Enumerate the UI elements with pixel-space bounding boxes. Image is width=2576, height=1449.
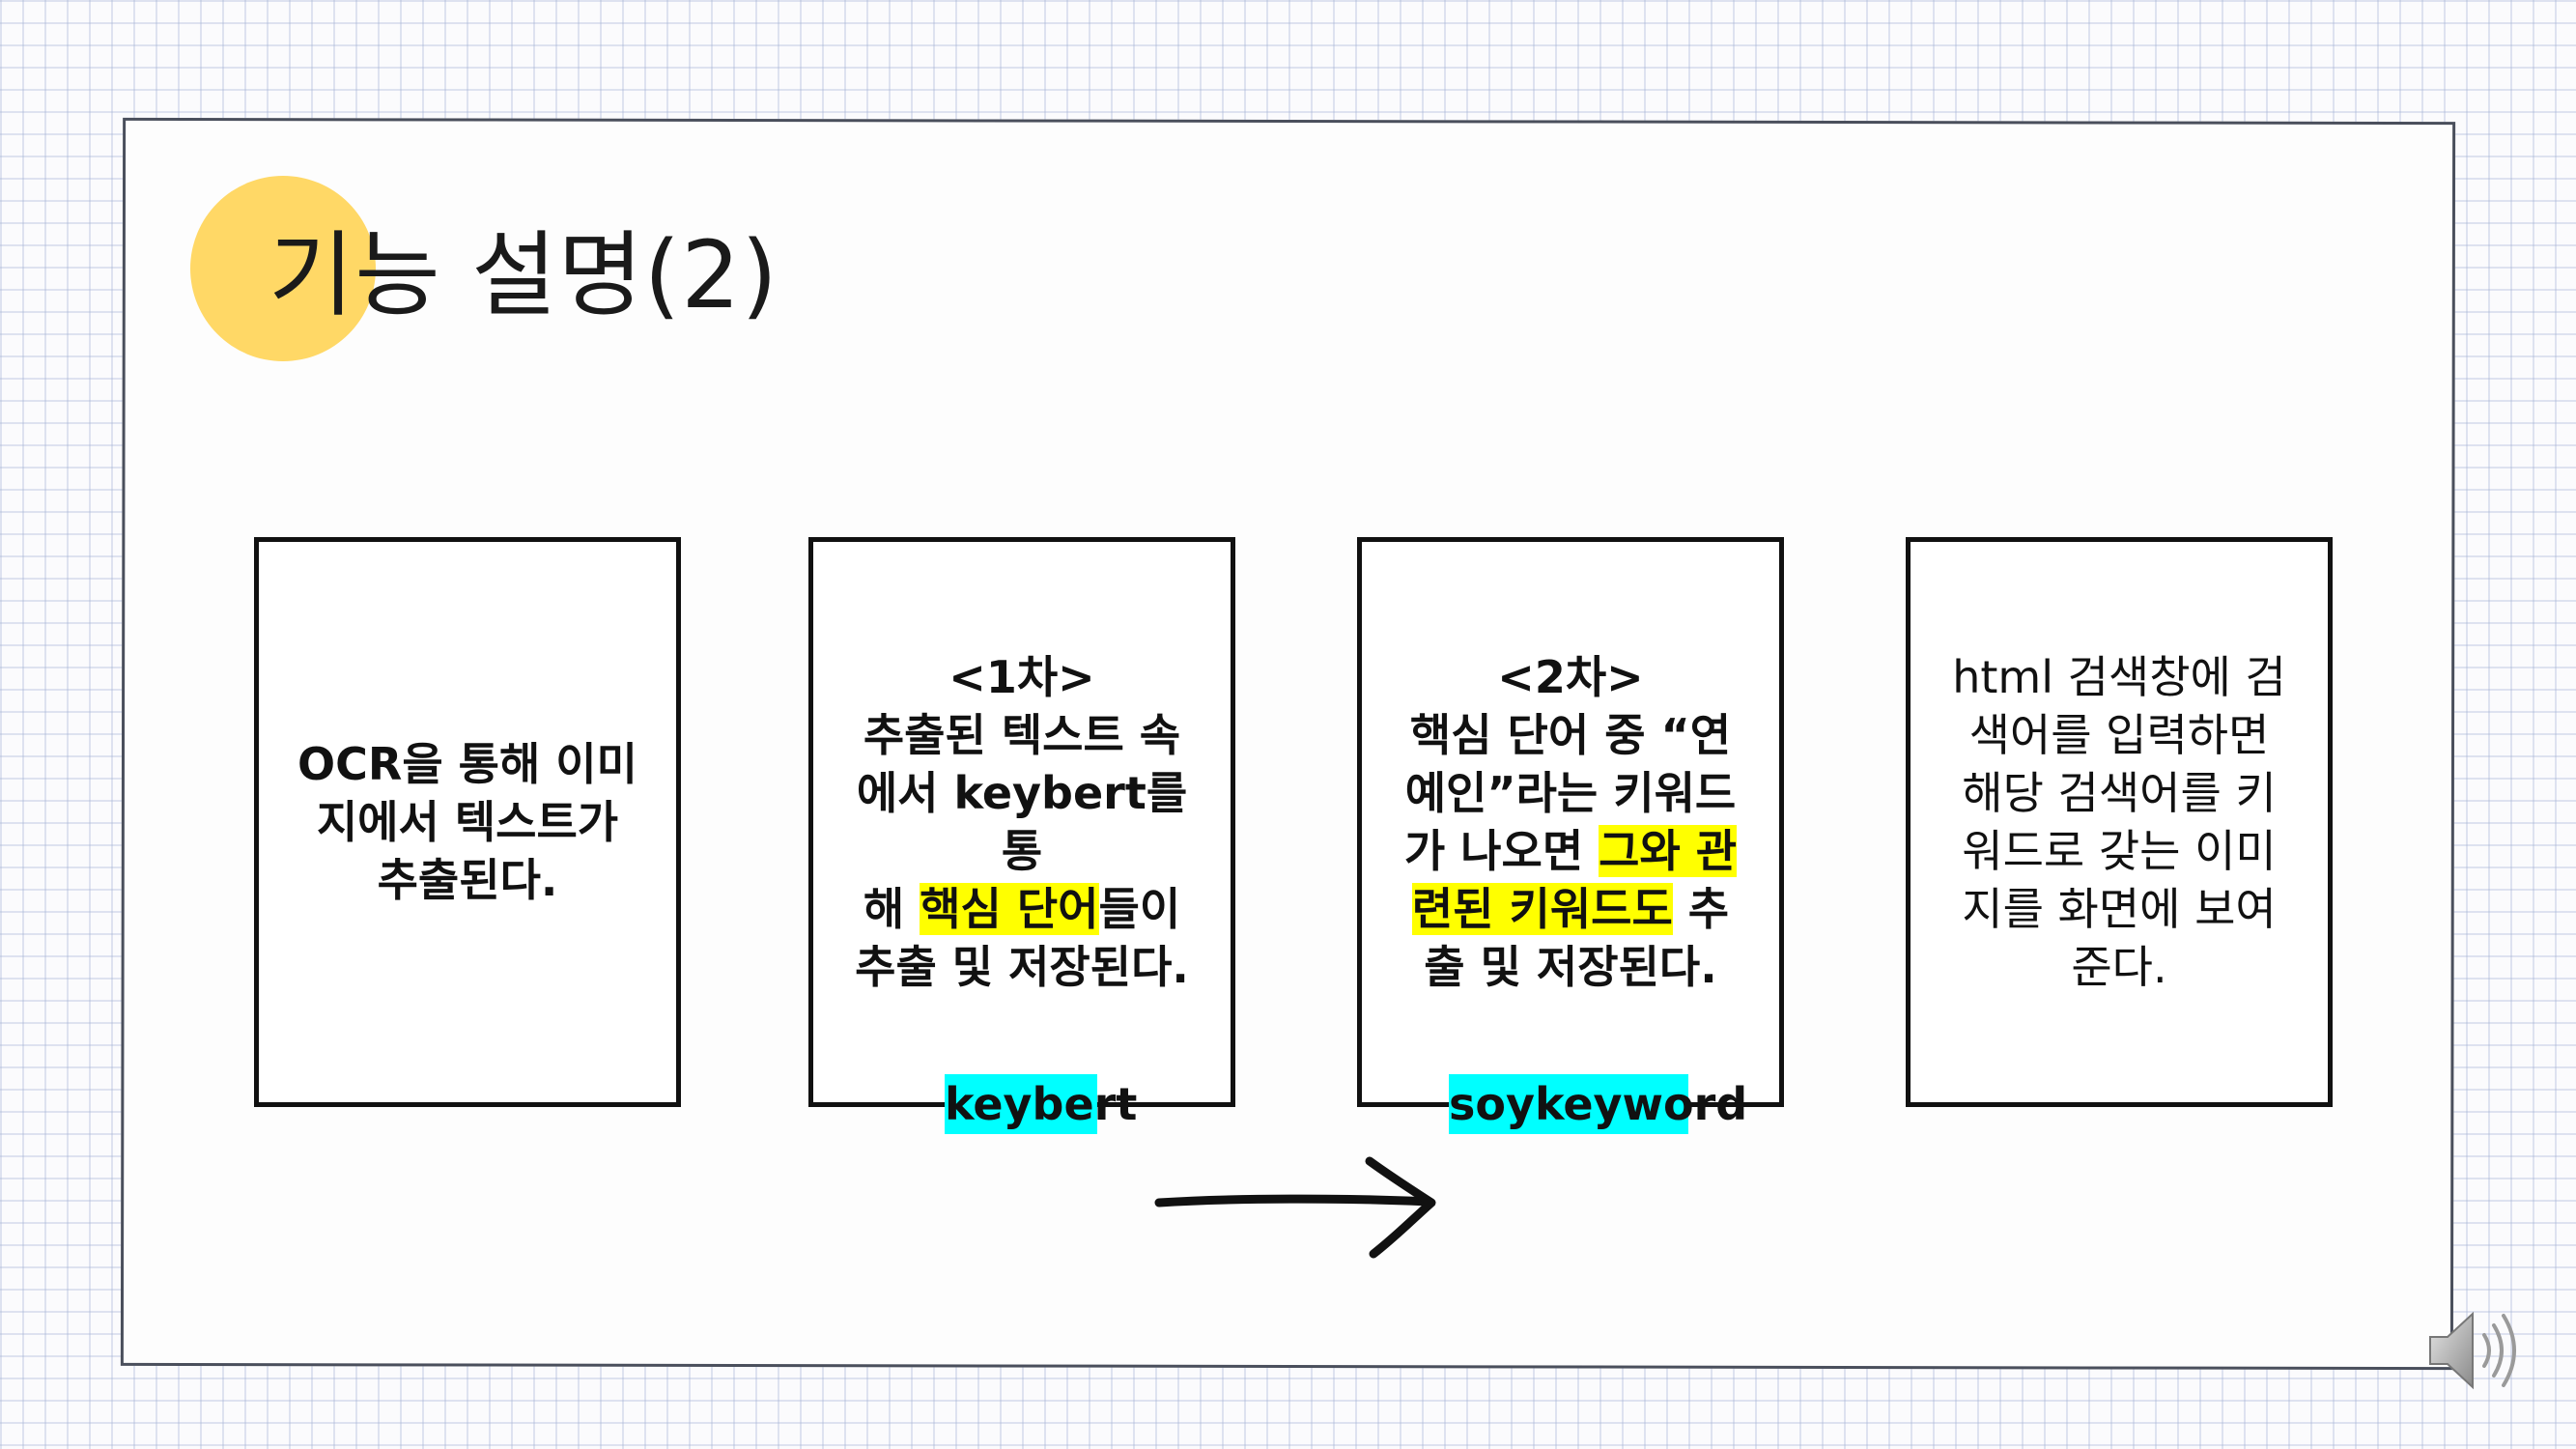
card-heading: <1차> xyxy=(948,651,1095,703)
feature-card-soykeyword: <2차> 핵심 단어 중 “연 예인”라는 키워드 가 나오면 그와 관 련된 … xyxy=(1357,537,1784,1107)
highlight-related-keywords: 그와 관 xyxy=(1599,825,1738,877)
title-decoration-circle xyxy=(190,176,376,361)
card-text: <2차> 핵심 단어 중 “연 예인”라는 키워드 가 나오면 그와 관 련된 … xyxy=(1385,648,1756,996)
card-text: <1차> 추출된 텍스트 속 에서 keybert를 통 해 핵심 단어들이 추… xyxy=(813,648,1231,996)
soykeyword-label: soykeyword xyxy=(1449,1074,1747,1134)
slide-title: 기능 설명(2) xyxy=(269,221,778,329)
card-text: OCR을 통해 이미 지에서 텍스트가 추출된다. xyxy=(297,738,637,906)
keybert-label: keybert xyxy=(945,1074,1137,1134)
card-heading: <2차> xyxy=(1497,651,1644,703)
speaker-icon[interactable] xyxy=(2422,1302,2531,1399)
card-text: html 검색창에 검 색어를 입력하면 해당 검색어를 키 워드로 갖는 이미… xyxy=(1952,651,2286,993)
feature-card-ocr: OCR을 통해 이미 지에서 텍스트가 추출된다. xyxy=(254,537,681,1107)
feature-card-search: html 검색창에 검 색어를 입력하면 해당 검색어를 키 워드로 갖는 이미… xyxy=(1906,537,2333,1107)
highlight-core-words: 핵심 단어 xyxy=(920,883,1099,935)
arrow-right-icon xyxy=(1154,1156,1436,1259)
highlight-related-keywords: 련된 키워드도 xyxy=(1411,883,1673,935)
feature-card-keybert: <1차> 추출된 텍스트 속 에서 keybert를 통 해 핵심 단어들이 추… xyxy=(808,537,1235,1107)
